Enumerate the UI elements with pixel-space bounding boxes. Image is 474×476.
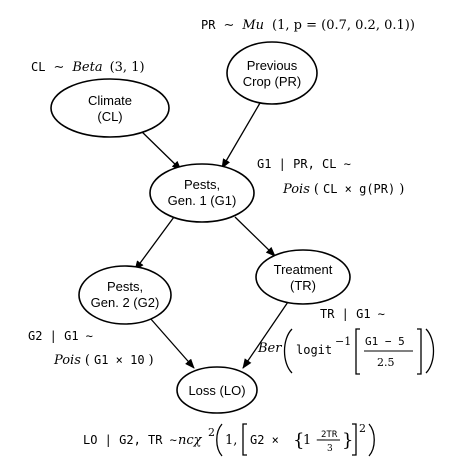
- svg-text:Pois ( CL × g(PR): Pois ( CL × g(PR) ): [282, 180, 404, 197]
- edge-pests-gen2-to-loss: [149, 317, 195, 369]
- formula-pests-gen1: G1 | PR, CL ∼ Pois ( CL × g(PR) ): [257, 157, 404, 197]
- formula-lo-left-bracket: [242, 423, 247, 456]
- node-pests-gen1-line1: Pests,: [184, 177, 220, 192]
- formula-g1-args: CL × g(PR): [323, 182, 395, 196]
- node-loss-line1: Loss (LO): [188, 383, 245, 398]
- formula-cl-dist: Beta: [71, 60, 102, 75]
- formula-climate: CL ∼ Beta (3, 1): [31, 58, 145, 75]
- node-previous-crop-line2: Crop (PR): [243, 74, 302, 89]
- node-climate: Climate (CL): [50, 78, 170, 138]
- formula-lo-given: LO | G2, TR ∼: [83, 433, 177, 447]
- formula-cl-args: (3, 1): [110, 60, 145, 75]
- formula-g1-given: G1 | PR, CL ∼: [257, 157, 351, 171]
- node-pests-gen2-line1: Pests,: [107, 279, 143, 294]
- formula-lo-right-paren: [368, 423, 375, 457]
- node-loss: Loss (LO): [176, 366, 258, 414]
- formula-g2-close: ): [149, 353, 154, 368]
- edge-previous-crop-to-pests-gen1: [221, 102, 261, 169]
- formula-lo-outer-square: 2: [359, 422, 366, 435]
- formula-tr-dist: Ber: [257, 341, 282, 356]
- edge-pests-gen1-to-treatment: [234, 216, 276, 257]
- formula-g1-open: (: [314, 182, 319, 197]
- formula-lo-square: 2: [208, 426, 215, 439]
- formula-cl-sim: ∼: [53, 60, 64, 75]
- formula-pr-dist: Mu: [241, 18, 264, 33]
- formula-tr-left-bracket: [355, 328, 360, 375]
- svg-text:PR ∼ Mu (1,: PR ∼ Mu (1, p = (0.7, 0.2, 0.1)): [201, 16, 415, 33]
- edge-treatment-to-loss: [242, 298, 291, 369]
- node-climate-line2: (CL): [97, 109, 122, 124]
- formula-pr-args: (1, p = (0.7, 0.2, 0.1)): [272, 18, 415, 33]
- formula-g1-dist: Pois: [282, 182, 310, 197]
- formula-lo-dist: ncχ: [178, 433, 203, 448]
- formula-pr-sim: ∼: [223, 18, 234, 33]
- formula-g2-open: (: [85, 353, 90, 368]
- formula-tr-denominator: 2.5: [377, 356, 395, 369]
- formula-lo-frac-numerator: 2TR: [321, 430, 338, 440]
- node-pests-gen2-line2: Gen. 2 (G2): [91, 295, 160, 310]
- formula-tr-logit: logit: [296, 343, 332, 357]
- formula-g1-close: ): [399, 182, 404, 197]
- formula-lo-right-bracket: [352, 423, 357, 456]
- formula-lo-one-minus: 1 −: [303, 433, 326, 448]
- node-pests-gen1: Pests, Gen. 1 (G1): [149, 163, 255, 223]
- formula-tr-right-bracket: [417, 328, 422, 375]
- edge-climate-to-pests-gen1: [137, 127, 182, 171]
- formula-treatment: TR | G1 ∼ Ber logit −1 G1 − 5 2.5: [257, 307, 435, 375]
- formula-lo-inner: 1,: [225, 433, 237, 448]
- node-pests-gen2: Pests, Gen. 2 (G2): [78, 265, 172, 325]
- formula-lo-right-brace: }: [342, 430, 353, 451]
- svg-text:CL ∼ Beta (3: CL ∼ Beta (3, 1): [31, 58, 145, 75]
- node-pests-gen1-line2: Gen. 1 (G1): [168, 193, 237, 208]
- formula-lo-frac-denominator: 3: [327, 444, 333, 454]
- formula-tr-left-paren: [283, 328, 293, 374]
- formula-tr-exponent: −1: [335, 335, 351, 348]
- formula-previous-crop: PR ∼ Mu (1, p = (0.7, 0.2, 0.1)): [201, 16, 415, 33]
- node-treatment-line1: Treatment: [274, 262, 333, 277]
- formula-tr-given: TR | G1 ∼: [320, 307, 385, 321]
- formula-tr-numerator: G1 − 5: [365, 335, 405, 348]
- svg-text:Pois ( G1 × 10: Pois ( G1 × 10 ): [53, 351, 154, 368]
- formula-pests-gen2: G2 | G1 ∼ Pois ( G1 × 10 ): [28, 329, 154, 368]
- formula-pr-var: PR: [201, 18, 216, 32]
- node-climate-line1: Climate: [88, 93, 132, 108]
- node-treatment: Treatment (TR): [255, 249, 351, 305]
- formula-lo-left-brace: {: [293, 430, 304, 451]
- formula-lo-g2: G2 ×: [250, 433, 279, 447]
- formula-cl-var: CL: [31, 60, 45, 74]
- formula-g2-given: G2 | G1 ∼: [28, 329, 93, 343]
- node-previous-crop-line1: Previous: [247, 58, 298, 73]
- formula-tr-right-paren: [425, 328, 435, 374]
- formula-g2-args: G1 × 10: [94, 353, 145, 367]
- node-treatment-line2: (TR): [290, 278, 316, 293]
- node-previous-crop: Previous Crop (PR): [226, 41, 318, 105]
- formula-loss: LO | G2, TR ∼ ncχ 2 1, G2 × { 1 − 2TR 3 …: [83, 422, 375, 457]
- formula-g2-dist: Pois: [53, 353, 81, 368]
- edge-pests-gen1-to-pests-gen2: [134, 216, 175, 271]
- formula-lo-left-paren: [216, 423, 223, 457]
